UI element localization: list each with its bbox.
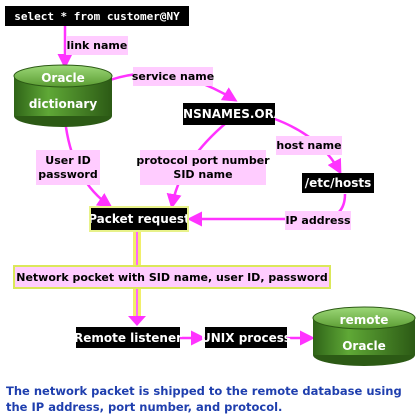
label-ip-address: IP address	[285, 211, 351, 230]
label-service-name: service name	[132, 67, 214, 86]
label-protocol-sid: protocol port number SID name	[136, 150, 270, 185]
label-link-name: link name	[66, 36, 128, 55]
oracle-dictionary-subtitle: dictionary	[28, 97, 98, 111]
label-sid-name: SID name	[173, 167, 233, 181]
unix-process-node: UNIX process	[201, 327, 291, 348]
etc-hosts-node: /etc/hosts	[302, 173, 374, 193]
label-host-name: host name	[276, 136, 342, 155]
remote-oracle-cylinder	[312, 306, 416, 366]
shaft-arrowhead	[128, 316, 146, 326]
sql-query-box: select * from customer@NY	[5, 6, 189, 26]
caption-text: The network packet is shipped to the rem…	[6, 384, 402, 414]
packet-request-node: Packet request	[88, 206, 190, 232]
oracle-dictionary-cylinder	[13, 64, 113, 127]
label-password: password	[38, 167, 98, 181]
label-user-id-password: User ID password	[36, 150, 100, 185]
remote-oracle-subtitle: Oracle	[342, 339, 386, 353]
remote-listener-node: Remote listener	[74, 327, 182, 348]
label-protocol-port: protocol port number	[136, 153, 270, 167]
network-packet-node: Network pocket with SID name, user ID, p…	[13, 265, 331, 289]
remote-oracle-title: remote	[339, 313, 389, 327]
tnsnames-node: TNSNAMES.ORA	[175, 103, 283, 125]
label-user-id: User ID	[45, 153, 91, 167]
oracle-dictionary-title: Oracle	[41, 71, 85, 85]
